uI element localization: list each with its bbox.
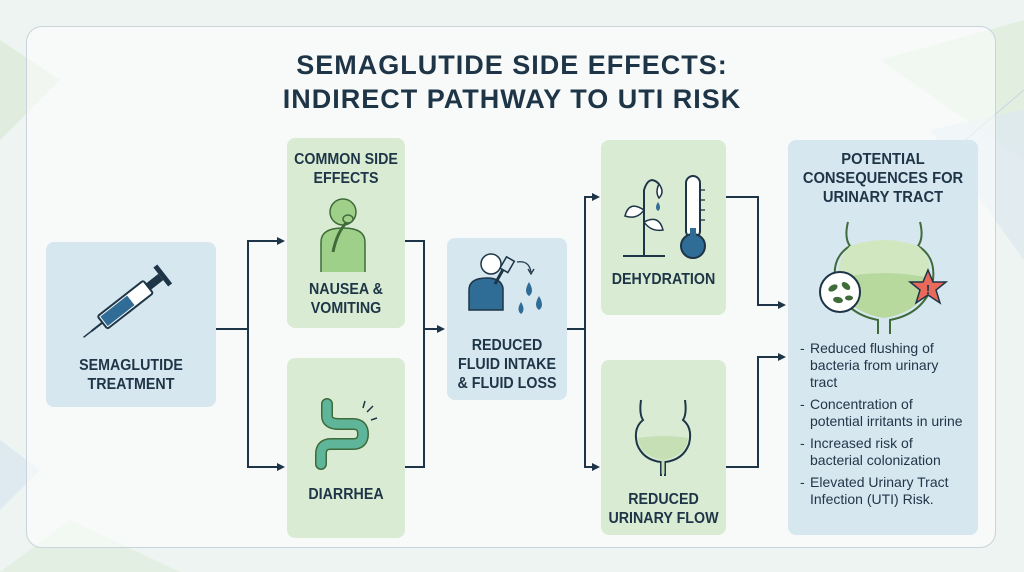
syringe-icon	[83, 264, 173, 338]
bullet-1-line-2: bacteria from urinary	[810, 357, 939, 373]
fluid-label-line-1: REDUCED	[471, 337, 543, 354]
bladder-icon	[634, 399, 692, 476]
nausea-card: COMMON SIDE EFFECTS NAUSEA & VOMITING	[287, 138, 405, 328]
consequences-title-line-2: CONSEQUENCES FOR	[802, 170, 964, 187]
bullet-1-line-3: tract	[810, 374, 838, 390]
title-line-2: INDIRECT PATHWAY TO UTI RISK	[282, 84, 742, 114]
treatment-card: SEMAGLUTIDE TREATMENT	[46, 242, 216, 407]
bullet-3-line-2: bacterial colonization	[810, 452, 941, 468]
bullet-3-line-1: Increased risk of	[810, 435, 913, 451]
consequences-title: POTENTIAL CONSEQUENCES FOR URINARY TRACT	[796, 150, 971, 207]
consequence-bullet: - Reduced flushing of bacteria from urin…	[800, 340, 975, 391]
thermometer-icon	[680, 175, 706, 259]
consequence-bullet: - Concentration of potential irritants i…	[800, 396, 975, 430]
side-effects-header-line-2: EFFECTS	[313, 170, 379, 187]
urinary-flow-label-line-1: REDUCED	[628, 491, 699, 508]
nausea-label-line-1: NAUSEA &	[309, 281, 383, 298]
bullet-4-line-2: Infection (UTI) Risk.	[810, 491, 934, 507]
nauseous-person-icon	[320, 198, 366, 272]
nausea-label: NAUSEA & VOMITING	[292, 280, 401, 318]
dehydration-card: DEHYDRATION	[601, 140, 726, 315]
bullet-dash: -	[800, 396, 805, 412]
diarrhea-label-text: DIARRHEA	[308, 486, 384, 503]
treatment-label: SEMAGLUTIDE TREATMENT	[53, 356, 209, 394]
treatment-label-line-1: SEMAGLUTIDE	[79, 357, 183, 374]
diarrhea-label: DIARRHEA	[292, 485, 401, 504]
side-effects-header: COMMON SIDE EFFECTS	[292, 150, 401, 188]
bullet-dash: -	[800, 435, 805, 451]
bullet-2-line-1: Concentration of	[810, 396, 913, 412]
intestine-icon	[315, 398, 378, 470]
bullet-2-line-2: potential irritants in urine	[810, 413, 963, 429]
consequences-card: POTENTIAL CONSEQUENCES FOR URINARY TRACT…	[788, 140, 978, 535]
fluid-label-line-2: FLUID INTAKE	[458, 356, 556, 373]
diarrhea-card: DIARRHEA	[287, 358, 405, 538]
urinary-flow-label-line-2: URINARY FLOW	[608, 510, 719, 527]
fluid-label: REDUCED FLUID INTAKE & FLUID LOSS	[452, 336, 562, 393]
bullet-dash: -	[800, 340, 805, 356]
wilted-plant-icon	[623, 179, 665, 257]
bullet-dash: -	[800, 474, 805, 490]
consequence-bullet: - Elevated Urinary Tract Infection (UTI)…	[800, 474, 975, 508]
fluid-card: REDUCED FLUID INTAKE & FLUID LOSS	[447, 238, 567, 400]
treatment-label-line-2: TREATMENT	[87, 376, 175, 393]
urinary-flow-label: REDUCED URINARY FLOW	[606, 490, 721, 528]
dehydration-label: DEHYDRATION	[606, 270, 721, 289]
nausea-label-line-2: VOMITING	[310, 300, 382, 317]
infected-bladder-icon: !	[819, 221, 949, 334]
title-line-1: SEMAGLUTIDE SIDE EFFECTS:	[296, 50, 728, 80]
consequences-bullet-list: - Reduced flushing of bacteria from urin…	[800, 340, 975, 513]
urinary-flow-card: REDUCED URINARY FLOW	[601, 360, 726, 535]
consequences-title-line-3: URINARY TRACT	[822, 189, 944, 206]
dehydration-label-text: DEHYDRATION	[611, 271, 716, 288]
svg-text:!: !	[926, 282, 930, 297]
consequence-bullet: - Increased risk of bacterial colonizati…	[800, 435, 975, 469]
bullet-1-line-1: Reduced flushing of	[810, 340, 934, 356]
fluid-label-line-3: & FLUID LOSS	[457, 375, 557, 392]
consequences-title-line-1: POTENTIAL	[841, 151, 925, 168]
diagram-title: SEMAGLUTIDE SIDE EFFECTS: INDIRECT PATHW…	[0, 48, 1024, 116]
side-effects-header-line-1: COMMON SIDE	[294, 151, 398, 168]
bullet-4-line-1: Elevated Urinary Tract	[810, 474, 949, 490]
drinking-person-icon	[468, 253, 542, 314]
